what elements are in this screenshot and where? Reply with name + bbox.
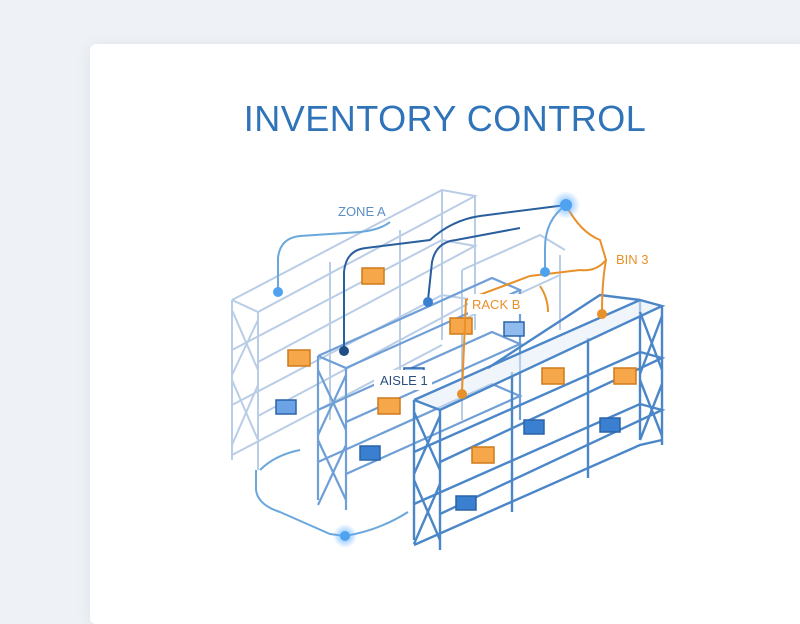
- page-title: INVENTORY CONTROL: [243, 98, 647, 139]
- aisle-label-bg: [374, 370, 432, 390]
- rack-label-bg: [468, 294, 524, 314]
- orange-boxes: [287, 267, 637, 464]
- warehouse-diagram: ZONE A BIN 3 RACK B AISLE 1: [231, 188, 666, 550]
- blue-boxes: [275, 321, 621, 511]
- front-rack-row: [412, 293, 666, 550]
- back-rack-row: [231, 188, 566, 470]
- orange-connections: [461, 204, 608, 393]
- rack-label: RACK B: [472, 297, 520, 312]
- stage: INVENTORY CONTROL: [90, 44, 800, 624]
- aisle-label: AISLE 1: [380, 373, 428, 388]
- diagram-card: [90, 44, 800, 624]
- bin-label: BIN 3: [616, 252, 649, 267]
- network-nodes: [273, 191, 607, 548]
- zone-label: ZONE A: [338, 204, 386, 219]
